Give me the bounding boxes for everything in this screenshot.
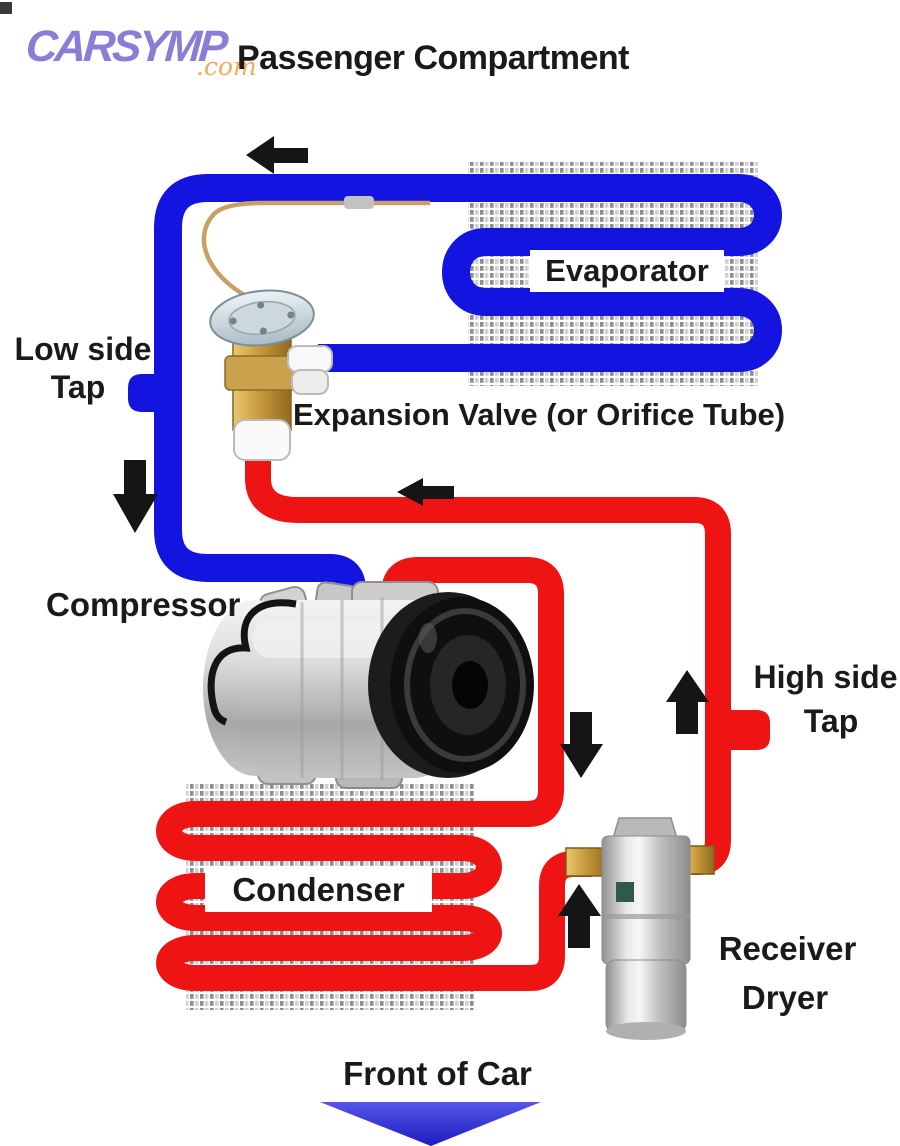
dryer-label-sticker xyxy=(616,882,634,902)
dryer-inlet-fitting xyxy=(565,847,609,877)
pulley-hub xyxy=(452,661,488,709)
flow-arrow-up-highside-icon xyxy=(666,670,709,734)
expansion-valve-label: Expansion Valve (or Orifice Tube) xyxy=(293,397,786,432)
valve-outlet-fitting xyxy=(287,345,333,373)
flow-arrow-down-suction-icon xyxy=(113,460,158,533)
discharge-condenser-pipe xyxy=(156,557,592,991)
expansion-valve xyxy=(209,289,333,461)
condenser-label: Condenser xyxy=(205,868,432,912)
low-side-tap-port xyxy=(128,374,170,412)
low-pressure-pipe xyxy=(154,174,782,608)
valve-inlet-fitting xyxy=(233,419,291,461)
low-side-tap-label-line2: Tap xyxy=(50,369,106,405)
low-side-tap-label-line1: Low side xyxy=(14,331,152,367)
flow-arrow-left-suction-icon xyxy=(246,136,308,174)
valve-outlet-fitting-lower xyxy=(291,369,329,395)
evaporator-label: Evaporator xyxy=(530,250,724,292)
corner-artifact xyxy=(0,2,12,14)
pulley-glint xyxy=(419,623,437,653)
dryer-bottom xyxy=(606,1022,686,1040)
dryer-seam xyxy=(602,914,690,919)
high-side-tap-label-line1: High side xyxy=(753,659,898,695)
capillary-bulb-clamp xyxy=(344,196,374,209)
pulley-groove xyxy=(404,608,526,762)
dryer-lower-shell xyxy=(605,959,687,1033)
page-title: Passenger Compartment xyxy=(237,39,629,77)
compressor-label: Compressor xyxy=(46,586,241,623)
high-side-tap-port xyxy=(730,710,770,750)
valve-diaphragm-disc xyxy=(209,289,315,347)
high-side-tap-label-line2: Tap xyxy=(803,703,859,739)
logo-tld: .com xyxy=(196,52,257,81)
receiver-dryer-label-line1: Receiver xyxy=(718,930,857,967)
flow-arrow-up-dryer-icon xyxy=(558,884,601,948)
receiver-dryer xyxy=(565,817,715,1040)
compressor xyxy=(203,581,534,789)
front-of-car-label: Front of Car xyxy=(343,1055,532,1092)
flow-arrow-down-discharge-icon xyxy=(560,712,603,778)
flow-arrow-left-liquid-icon xyxy=(397,478,454,506)
front-of-car-arrow-icon xyxy=(320,1102,541,1146)
dryer-canister xyxy=(601,835,691,965)
capillary-tube xyxy=(201,200,430,307)
receiver-dryer-label-line2: Dryer xyxy=(741,979,829,1016)
clutch-wire xyxy=(207,599,297,726)
